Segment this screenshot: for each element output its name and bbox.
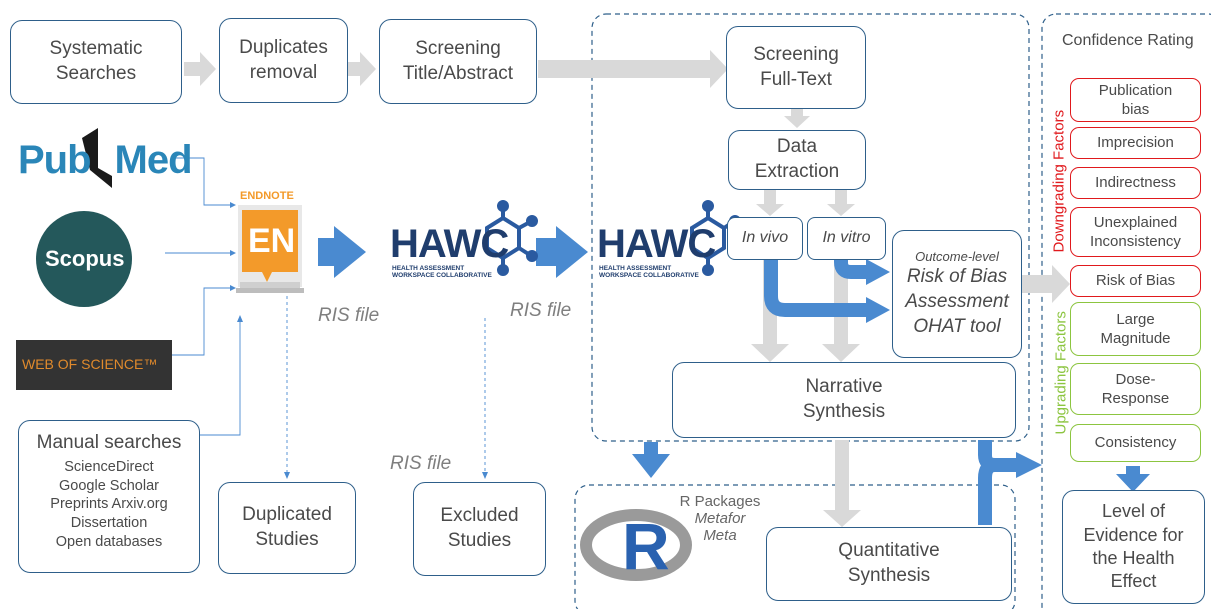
arrow-hawc-to-hawc xyxy=(536,226,588,278)
hawc-logo-2: HAWC xyxy=(597,222,716,266)
imprecision-box: Imprecision xyxy=(1070,127,1201,159)
dose-response-box: Dose-Response xyxy=(1070,363,1201,415)
hawc-logo-1: HAWC xyxy=(390,222,509,266)
quantitative-synthesis-box: Quantitative Synthesis xyxy=(766,527,1012,601)
arrow-ft-to-de xyxy=(784,108,810,128)
level-of-evidence-box: Level of Evidence for the Health Effect xyxy=(1062,490,1205,604)
duplicates-removal-box: Duplicates removal xyxy=(219,18,348,103)
r-packages-text: R Packages Metafor Meta xyxy=(679,493,761,544)
scopus-logo xyxy=(36,211,132,307)
downgrading-factors-label: Downgrading Factors xyxy=(1050,109,1068,253)
arrow-invivo-to-rob xyxy=(764,258,868,317)
consistency-box: Consistency xyxy=(1070,424,1201,462)
screening-title-abstract-box: Screening Title/Abstract xyxy=(379,19,537,104)
duplicated-studies-box: Duplicated Studies xyxy=(218,482,356,574)
manual-searches-box: Manual searches ScienceDirect Google Sch… xyxy=(18,420,200,573)
endnote-label: ENDNOTE xyxy=(240,190,294,202)
connector-manual xyxy=(200,322,241,436)
arrow-dup-to-screen xyxy=(348,52,376,86)
large-magnitude-box: Large Magnitude xyxy=(1070,302,1201,356)
screening-full-text-box: Screening Full-Text xyxy=(726,26,866,109)
arrow-de-to-invitro xyxy=(827,190,855,216)
hawc-network-1 xyxy=(485,200,538,276)
upgrading-factors-label: Upgrading Factors xyxy=(1052,311,1070,435)
arrow-container-to-r xyxy=(632,442,670,478)
unexplained-inconsistency-box: Unexplained Inconsistency xyxy=(1070,207,1201,257)
ris-file-label-1: RIS file xyxy=(318,305,380,326)
in-vivo-box: In vivo xyxy=(727,217,803,260)
r-logo xyxy=(580,509,692,581)
arrow-invitro-to-rob xyxy=(834,258,868,279)
endnote-mark: EN xyxy=(248,222,296,260)
connector-wos xyxy=(172,287,230,356)
arrow-rob-to-confidence xyxy=(1022,265,1070,303)
data-extraction-box: Data Extraction xyxy=(728,130,866,190)
scopus-logo-text: Scopus xyxy=(45,246,125,271)
arrow-screen-to-fulltext xyxy=(538,50,728,88)
arrow-de-to-invivo xyxy=(756,190,784,216)
endnote-logo xyxy=(236,205,304,293)
indirectness-box: Indirectness xyxy=(1070,167,1201,199)
excluded-studies-box: Excluded Studies xyxy=(413,482,546,576)
arrow-confidence-to-level xyxy=(1116,466,1150,492)
full-text-container xyxy=(591,13,1030,442)
arrow-search-to-dup xyxy=(184,52,216,86)
wos-logo xyxy=(16,340,172,390)
in-vitro-box: In vitro xyxy=(807,217,886,260)
wos-logo-text: WEB OF SCIENCE™ xyxy=(22,356,158,372)
publication-bias-box: Publication bias xyxy=(1070,78,1201,122)
risk-of-bias-box: Outcome-level Risk of Bias Assessment OH… xyxy=(892,230,1022,358)
ris-file-label-2: RIS file xyxy=(510,300,572,321)
confidence-rating-title: Confidence Rating xyxy=(1062,32,1194,49)
arrow-narrative-to-quant xyxy=(823,440,861,527)
systematic-searches-box: Systematic Searches xyxy=(10,20,182,104)
confidence-container xyxy=(1041,13,1211,609)
pubmed-bookmark xyxy=(82,128,112,188)
arrow-endnote-to-hawc xyxy=(318,226,366,278)
risk-of-bias-factor-box: Risk of Bias xyxy=(1070,265,1201,297)
r-logo-letter: R xyxy=(622,509,670,583)
narrative-synthesis-box: Narrative Synthesis xyxy=(672,362,1016,438)
connector-pubmed xyxy=(172,157,230,206)
ris-file-label-3: RIS file xyxy=(390,453,452,474)
